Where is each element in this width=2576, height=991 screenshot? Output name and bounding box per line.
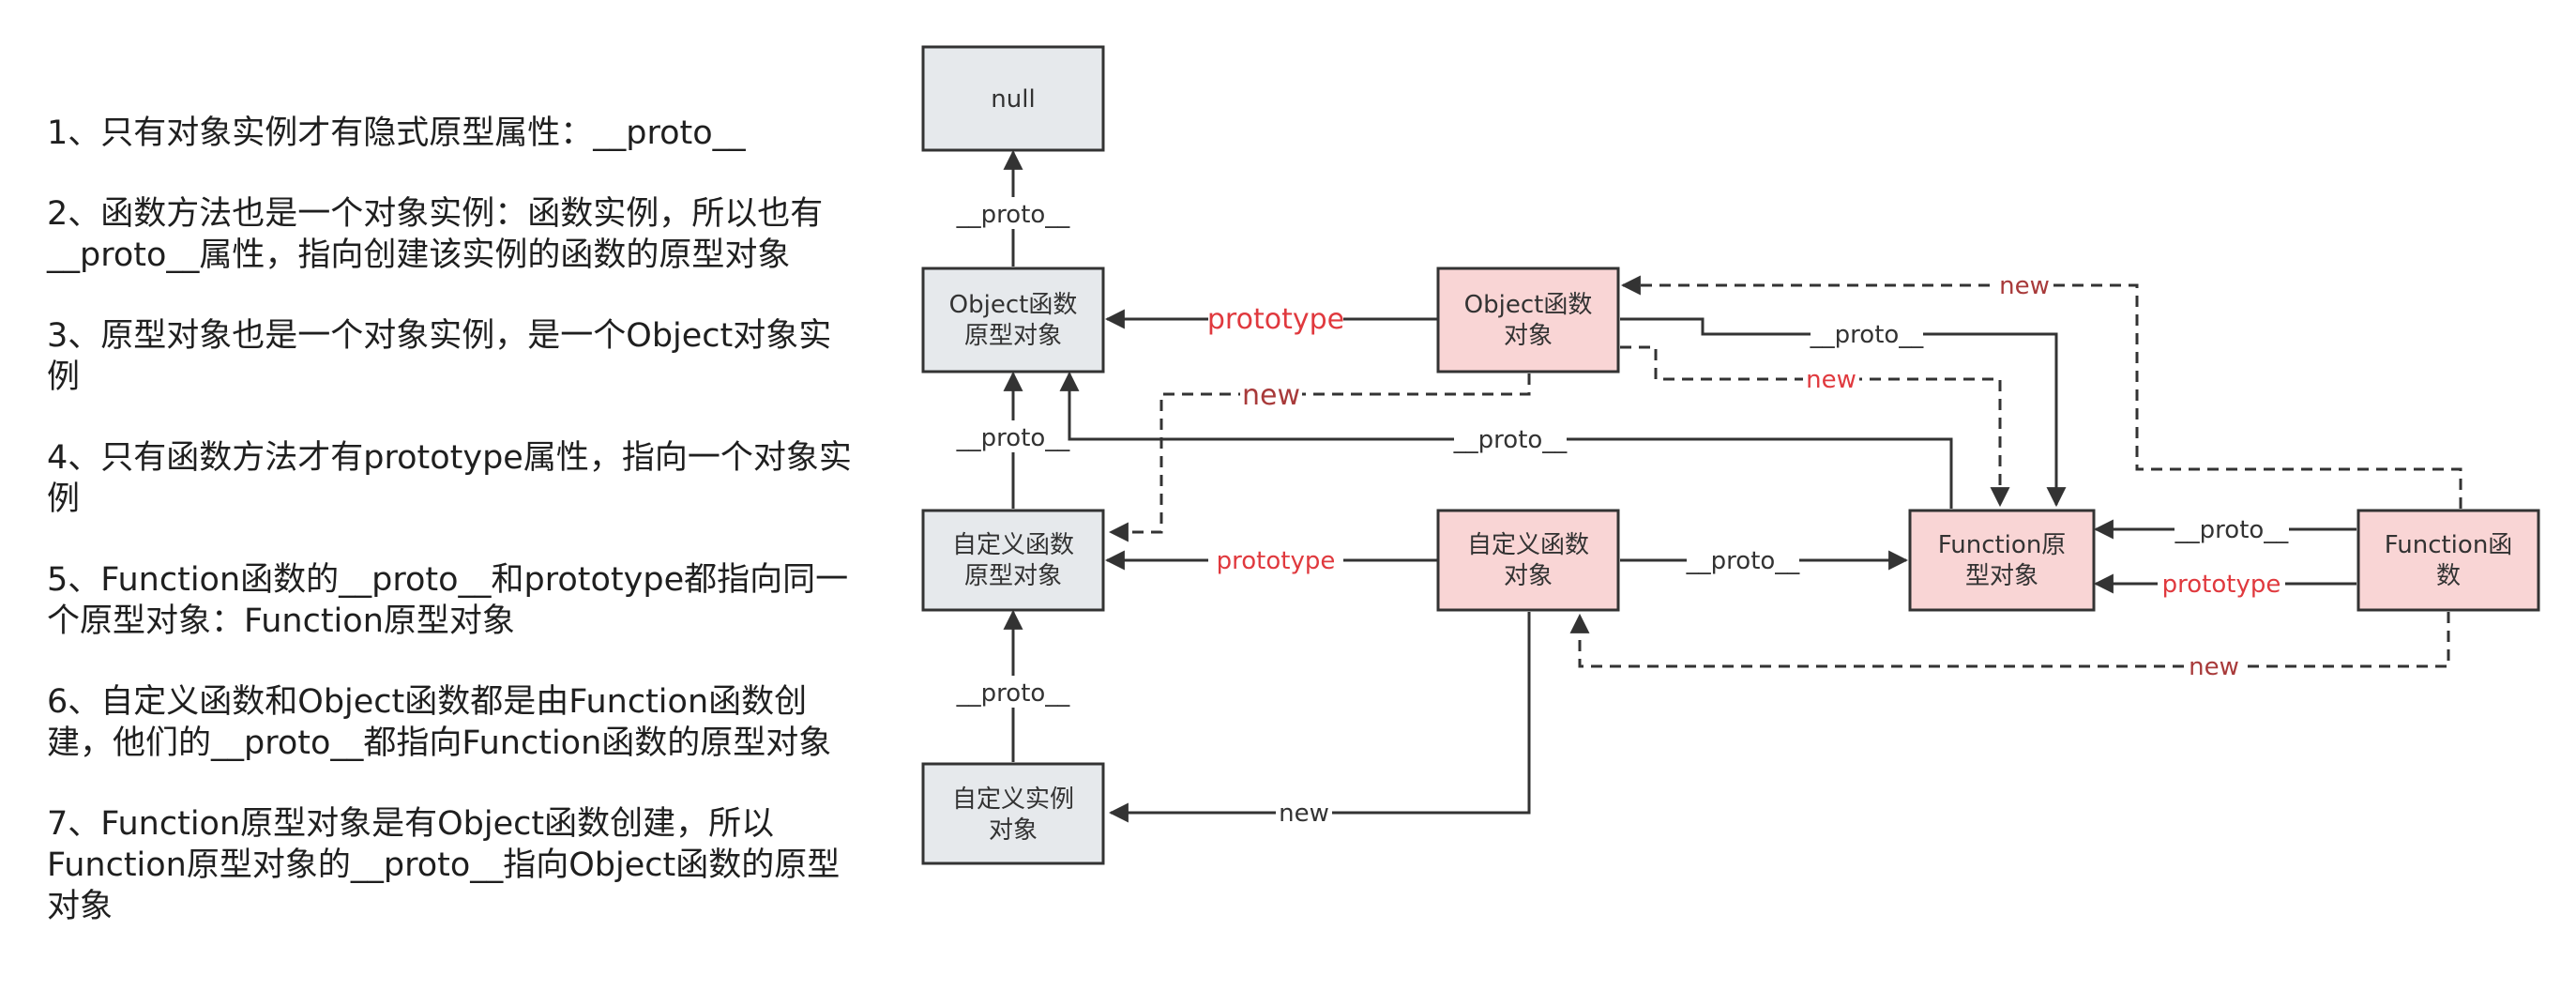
- label-prototype-objfunc: prototype: [1207, 303, 1344, 336]
- node-function-function: Function函 数: [2356, 509, 2540, 612]
- edge-labels: __proto__ __proto__ __proto__ prototype …: [956, 197, 2290, 828]
- note-5: 5、Function函数的__proto__和prototype都指向同一个原型…: [47, 561, 849, 640]
- note-7: 7、Function原型对象是有Object函数创建，所以Function原型对…: [47, 805, 841, 925]
- node-custom-function: 自定义函数 对象: [1436, 509, 1620, 612]
- label-new-customfunc-instance: new: [1279, 800, 1329, 828]
- notes-panel: 1、只有对象实例才有隐式原型属性：__proto__ 2、函数方法也是一个对象实…: [47, 113, 854, 967]
- node-custom-instance: 自定义实例 对象: [921, 762, 1105, 865]
- note-2: 2、函数方法也是一个对象实例：函数实例，所以也有__proto__属性，指向创建…: [47, 195, 824, 274]
- label-prototype-funcfunc: prototype: [2162, 571, 2281, 599]
- note-4: 4、只有函数方法才有prototype属性，指向一个对象实例: [47, 439, 852, 518]
- node-object-prototype-line1: Object函数: [949, 291, 1078, 319]
- edge-funcfunc-new-objfunc: [1620, 275, 2462, 509]
- node-function-function-line1: Function函: [2385, 531, 2513, 559]
- node-function-function-line2: 数: [2436, 562, 2461, 590]
- node-custom-function-line1: 自定义函数: [1467, 531, 1589, 559]
- node-custom-instance-line1: 自定义实例: [952, 785, 1074, 814]
- node-function-prototype-line1: Function原: [1938, 531, 2067, 559]
- label-proto-customproto: __proto__: [956, 424, 1071, 452]
- node-custom-prototype-line2: 原型对象: [964, 562, 1062, 590]
- label-prototype-customfunc: prototype: [1217, 547, 1336, 575]
- node-custom-prototype: 自定义函数 原型对象: [921, 509, 1105, 612]
- edge-funcfunc-new-customfunc: [1569, 612, 2450, 668]
- note-1: 1、只有对象实例才有隐式原型属性：__proto__: [47, 114, 746, 152]
- node-function-prototype-line2: 型对象: [1965, 562, 2038, 590]
- label-proto-instance: __proto__: [956, 679, 1071, 708]
- note-6: 6、自定义函数和Object函数都是由Function函数创建，他们的__pro…: [47, 683, 832, 762]
- node-object-function-line1: Object函数: [1464, 291, 1593, 319]
- edges: [1003, 149, 2462, 823]
- label-proto-funcfunc: __proto__: [2174, 516, 2290, 544]
- node-custom-function-line2: 对象: [1504, 562, 1553, 590]
- node-object-prototype: Object函数 原型对象: [921, 267, 1105, 374]
- label-proto-customfunc: __proto__: [1686, 547, 1801, 575]
- node-custom-prototype-line1: 自定义函数: [952, 531, 1074, 559]
- edge-objfunc-new-funcproto: [1620, 345, 2010, 508]
- note-3: 3、原型对象也是一个对象实例，是一个Object对象实例: [47, 317, 832, 396]
- label-proto-objfunc: __proto__: [1810, 321, 1925, 349]
- node-function-prototype: Function原 型对象: [1908, 509, 2096, 612]
- edge-customfunc-new-instance: [1108, 612, 1531, 823]
- label-new-objfunc-customproto: new: [1242, 379, 1300, 412]
- node-null-line1: null: [991, 85, 1035, 114]
- label-proto-funcproto: __proto__: [1453, 426, 1568, 454]
- node-custom-instance-line2: 对象: [989, 816, 1038, 845]
- label-new-objfunc-funcproto: new: [1806, 366, 1856, 394]
- node-object-function-line2: 对象: [1504, 322, 1553, 350]
- node-object-function: Object函数 对象: [1436, 267, 1620, 374]
- label-new-funcfunc-objfunc: new: [1999, 272, 2050, 300]
- node-object-prototype-line2: 原型对象: [964, 322, 1062, 350]
- node-null: null: [921, 45, 1105, 152]
- edge-objfunc-to-funcproto: [1620, 317, 2067, 508]
- label-proto-objproto-null: __proto__: [956, 201, 1071, 229]
- label-new-funcfunc-customfunc: new: [2189, 653, 2239, 681]
